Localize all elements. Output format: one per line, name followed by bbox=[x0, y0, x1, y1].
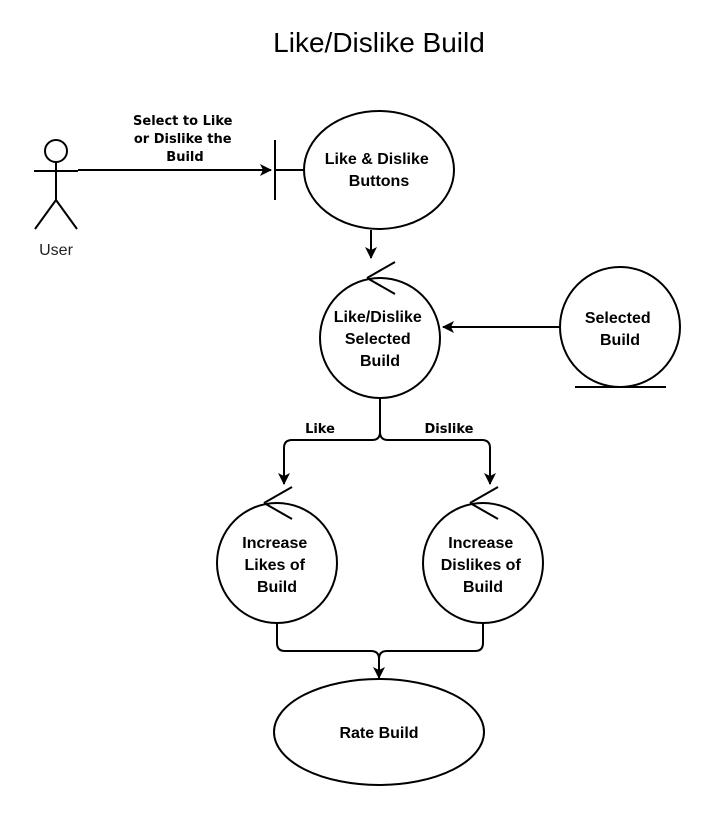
edge-likes-to-rate bbox=[276, 623, 385, 679]
node-label-line: Build bbox=[463, 579, 503, 596]
entity-selected-build: Selected Build bbox=[559, 266, 681, 388]
node-label-line: Like & Dislike bbox=[325, 151, 429, 168]
edge-label-line: Select to Like bbox=[133, 114, 233, 129]
edge-label-line: Build bbox=[166, 150, 203, 165]
actor-right-leg bbox=[55, 199, 78, 230]
control-dislikes-label: Increase Dislikes of Build bbox=[441, 535, 525, 596]
edge-label-user-to-boundary: Select to Like or Dislike the Build bbox=[133, 114, 237, 165]
usecase-ellipse bbox=[273, 678, 485, 786]
actor-head bbox=[44, 139, 68, 163]
control-arrowhead-top bbox=[366, 261, 396, 279]
edge-label-line: or Dislike the bbox=[134, 132, 232, 147]
control-likes-label: Increase Likes of Build bbox=[242, 535, 311, 596]
control-arrowhead-top bbox=[263, 486, 293, 504]
node-label-line: Selected bbox=[345, 331, 411, 348]
diagram-title: Like/Dislike Build bbox=[273, 27, 485, 58]
boundary-label: Like & Dislike Buttons bbox=[325, 151, 434, 190]
entity-label: Selected Build bbox=[585, 310, 655, 349]
boundary-like-dislike-buttons: Like & Dislike Buttons bbox=[274, 110, 455, 230]
actor-left-leg bbox=[34, 199, 57, 230]
control-like-dislike-selected-build: Like/Dislike Selected Build bbox=[319, 261, 441, 399]
node-label-line: Build bbox=[257, 579, 297, 596]
node-label-line: Build bbox=[360, 353, 400, 370]
edge-dislike-branch bbox=[379, 431, 496, 485]
node-label-line: Dislikes of bbox=[441, 557, 522, 574]
control-arrowhead-top bbox=[469, 486, 499, 504]
node-label-line: Build bbox=[600, 332, 640, 349]
node-label-line: Like/Dislike bbox=[334, 309, 422, 326]
node-label-line: Likes of bbox=[245, 557, 306, 574]
control-arrowhead-bottom bbox=[366, 277, 396, 295]
user-actor: User bbox=[34, 139, 78, 259]
edge-dislikes-to-rate bbox=[378, 623, 484, 660]
entity-circle bbox=[559, 266, 681, 388]
edge-label-like: Like bbox=[305, 422, 335, 437]
node-label-line: Buttons bbox=[349, 173, 410, 190]
control-increase-likes: Increase Likes of Build bbox=[216, 486, 338, 624]
control-arrowhead-bottom bbox=[469, 502, 499, 520]
control-arrowhead-bottom bbox=[263, 502, 293, 520]
node-label-line: Selected bbox=[585, 310, 651, 327]
boundary-ellipse bbox=[303, 110, 455, 230]
control-increase-dislikes: Increase Dislikes of Build bbox=[422, 486, 544, 624]
edge-label-dislike: Dislike bbox=[424, 422, 473, 437]
edge-like-branch bbox=[278, 398, 381, 485]
node-label-line: Increase bbox=[448, 535, 513, 552]
actor-label: User bbox=[39, 242, 73, 259]
usecase-rate-build: Rate Build bbox=[273, 678, 485, 786]
node-label-line: Increase bbox=[242, 535, 307, 552]
control-main-label: Like/Dislike Selected Build bbox=[334, 309, 427, 370]
usecase-label: Rate Build bbox=[339, 725, 418, 742]
